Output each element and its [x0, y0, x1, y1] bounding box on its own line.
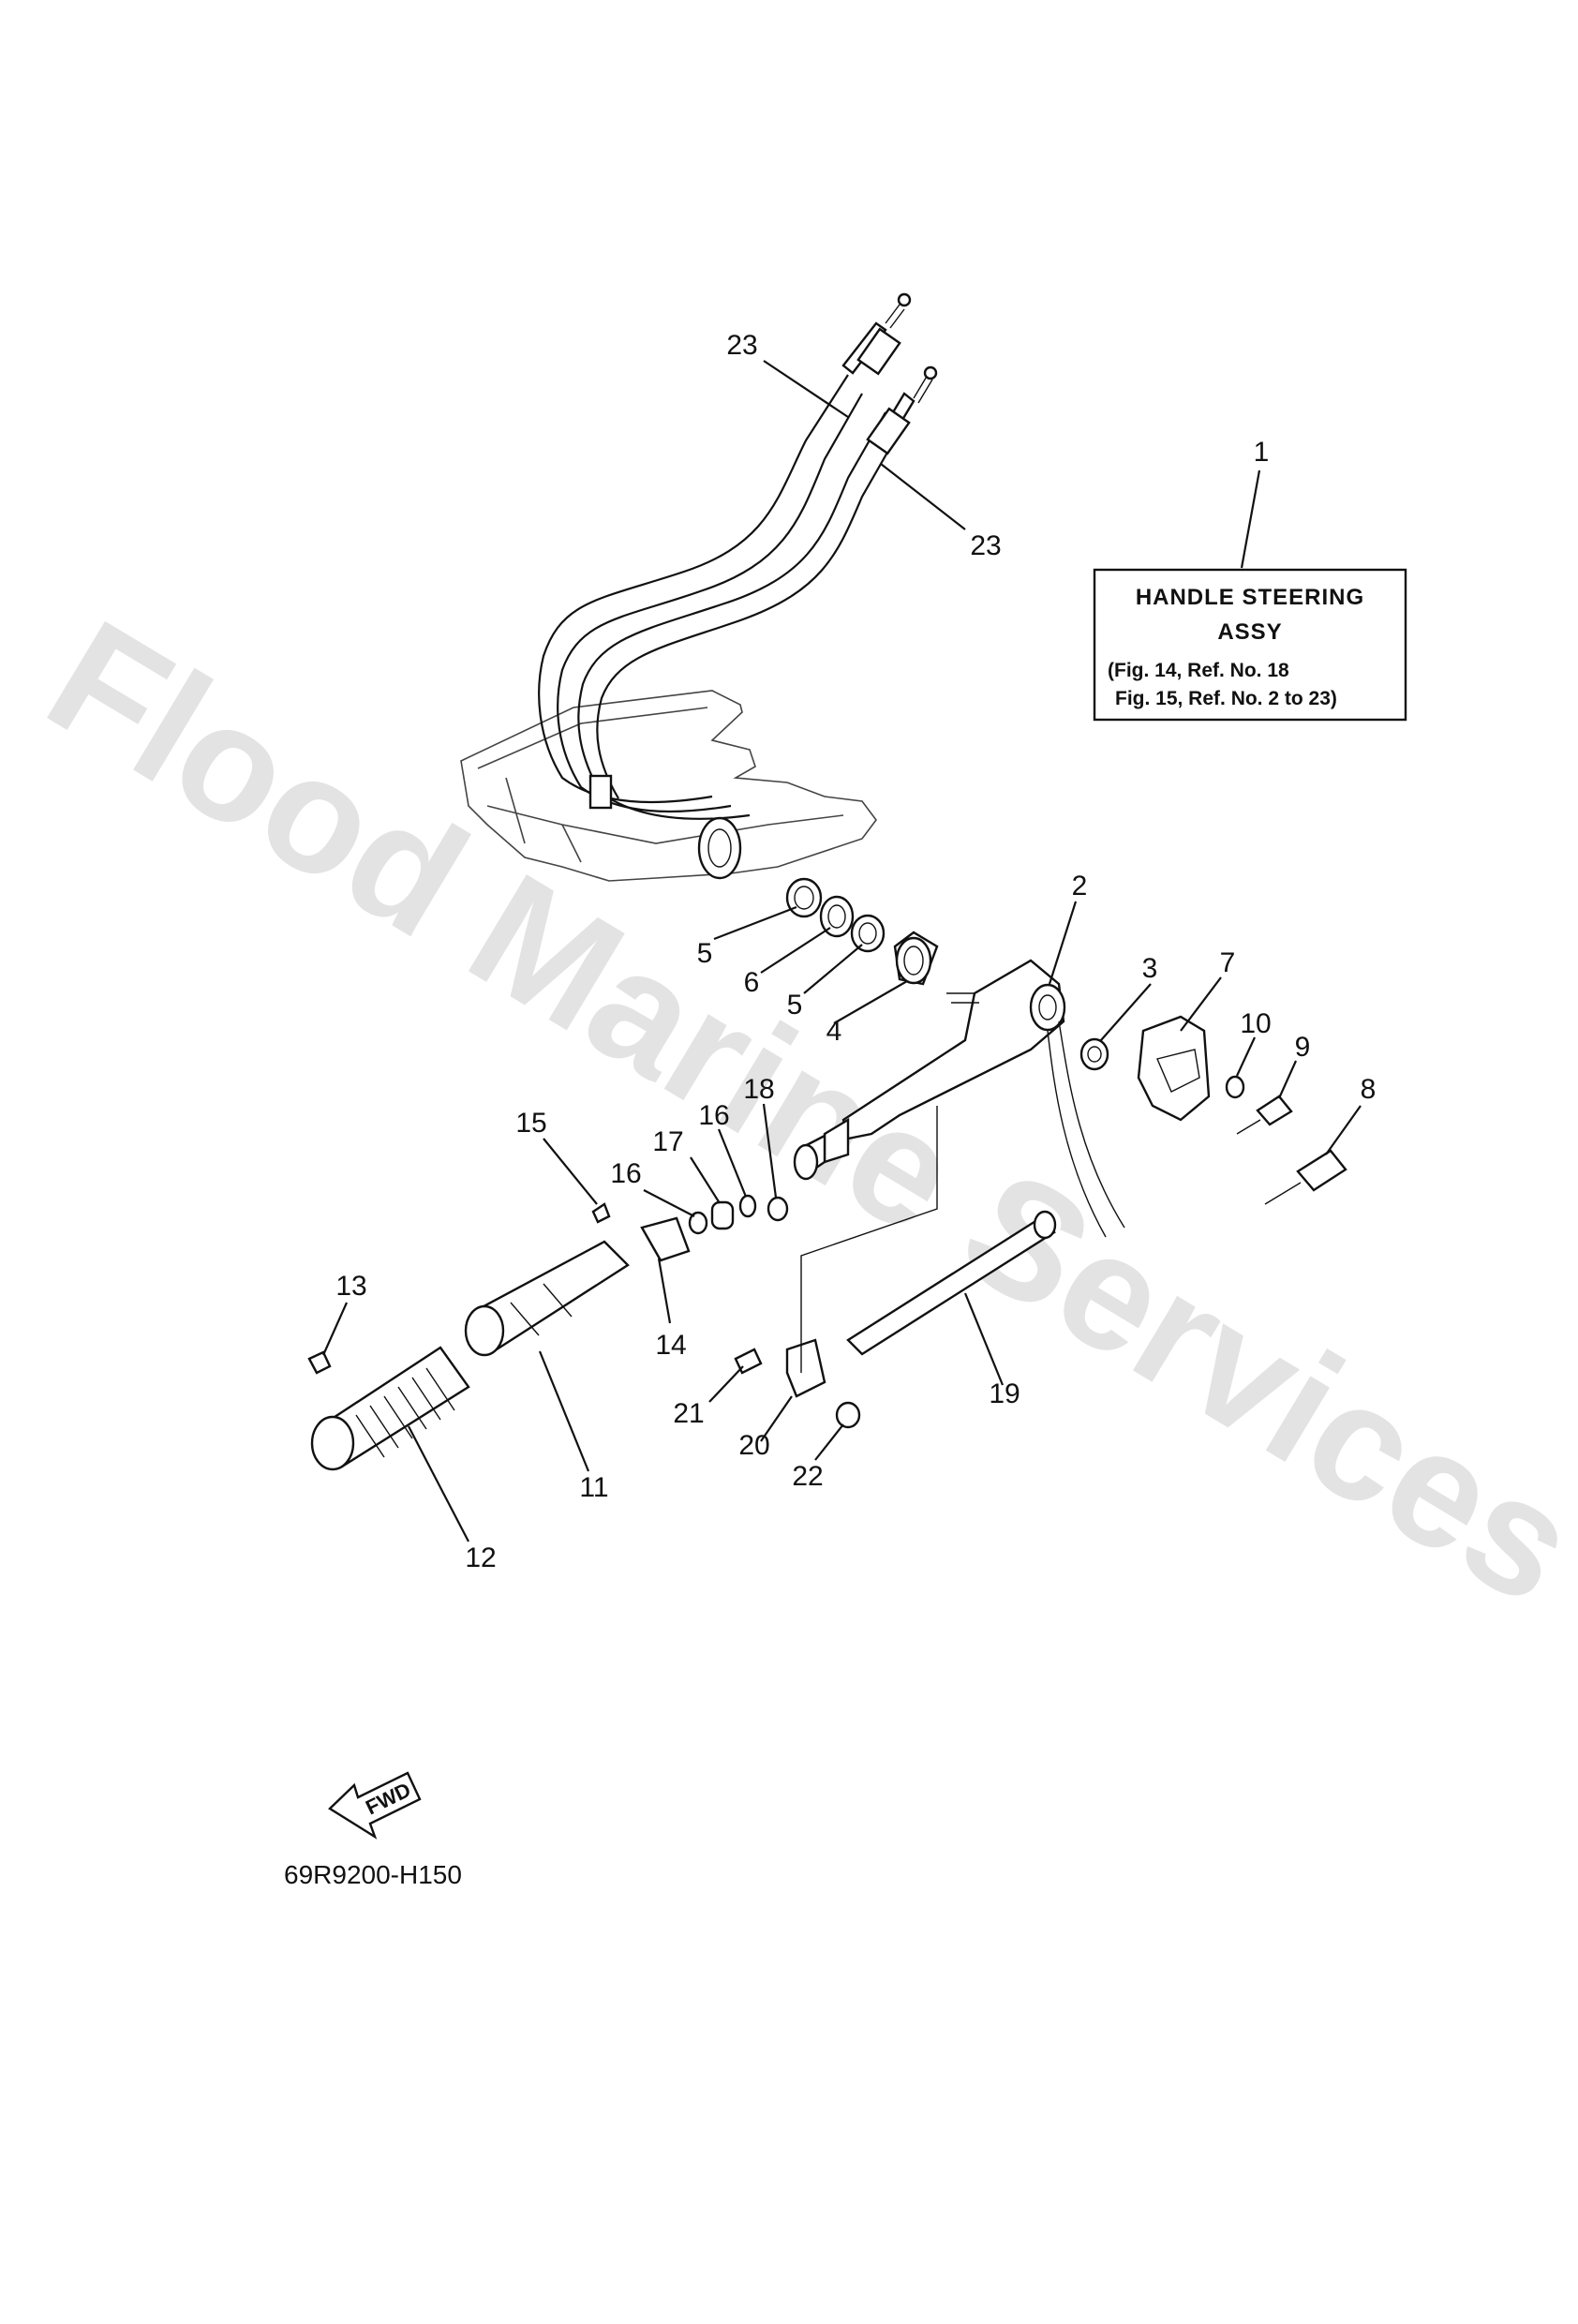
clamp-20	[785, 1338, 826, 1398]
fwd-arrow-icon: FWD	[328, 1771, 422, 1840]
callout-2: 2	[1072, 871, 1088, 901]
callout-22: 22	[792, 1461, 823, 1492]
callout-16-left: 16	[610, 1158, 641, 1189]
nut-22	[835, 1401, 861, 1429]
throttle-shift-cables	[538, 292, 938, 820]
callout-3: 3	[1142, 953, 1158, 984]
washer-5a	[785, 877, 823, 918]
shift-linkage-parts	[734, 1106, 1057, 1429]
callout-6: 6	[744, 967, 760, 998]
assembly-note-box: HANDLE STEERING ASSY (Fig. 14, Ref. No. …	[1093, 437, 1407, 722]
callout-20: 20	[738, 1430, 769, 1461]
callout-21: 21	[673, 1398, 704, 1429]
bracket-7	[1137, 1015, 1211, 1122]
bolt-8	[1296, 1149, 1347, 1192]
callout-19: 19	[989, 1378, 1020, 1409]
note-ref-line2: Fig. 15, Ref. No. 2 to 23)	[1115, 688, 1337, 709]
bolt-9	[1256, 1095, 1293, 1126]
leader-lines	[321, 360, 1362, 1542]
washer-5b	[850, 914, 886, 953]
callout-13: 13	[335, 1271, 366, 1302]
callout-11: 11	[579, 1472, 608, 1503]
callout-14: 14	[655, 1330, 686, 1361]
steering-handle-arm	[793, 959, 1125, 1238]
bushing-6	[819, 895, 855, 938]
note-title-line2: ASSY	[1217, 619, 1282, 645]
callout-15: 15	[515, 1108, 546, 1139]
note-ref-line1: (Fig. 14, Ref. No. 18	[1108, 660, 1289, 681]
washer-10	[1225, 1075, 1245, 1099]
callout-12: 12	[465, 1542, 496, 1573]
callout-5-right: 5	[787, 990, 803, 1020]
callout-1: 1	[1254, 437, 1270, 468]
callout-17: 17	[652, 1126, 683, 1157]
throttle-grip-parts	[307, 1194, 789, 1471]
callout-10: 10	[1240, 1008, 1271, 1039]
diagram-part-number: 69R9200-H150	[284, 1860, 462, 1889]
callout-7: 7	[1220, 947, 1236, 978]
callout-numbers: 23 23 2 3 7 10 9 8 5 6 5 4 18 16 17 15 1…	[335, 330, 1376, 1573]
callout-16-right: 16	[698, 1100, 729, 1131]
arm-mount-parts	[1079, 1015, 1347, 1205]
bushing-stack	[697, 816, 939, 986]
bushing-3	[1079, 1037, 1109, 1071]
callout-23-upper: 23	[726, 330, 757, 361]
callout-8: 8	[1361, 1074, 1377, 1105]
callout-5-left: 5	[697, 938, 713, 969]
callout-9: 9	[1295, 1032, 1311, 1063]
callout-23-lower: 23	[970, 530, 1001, 561]
callout-4: 4	[826, 1016, 842, 1047]
engine-outline	[460, 690, 877, 882]
note-title-line1: HANDLE STEERING	[1136, 585, 1364, 610]
callout-18: 18	[743, 1074, 774, 1105]
